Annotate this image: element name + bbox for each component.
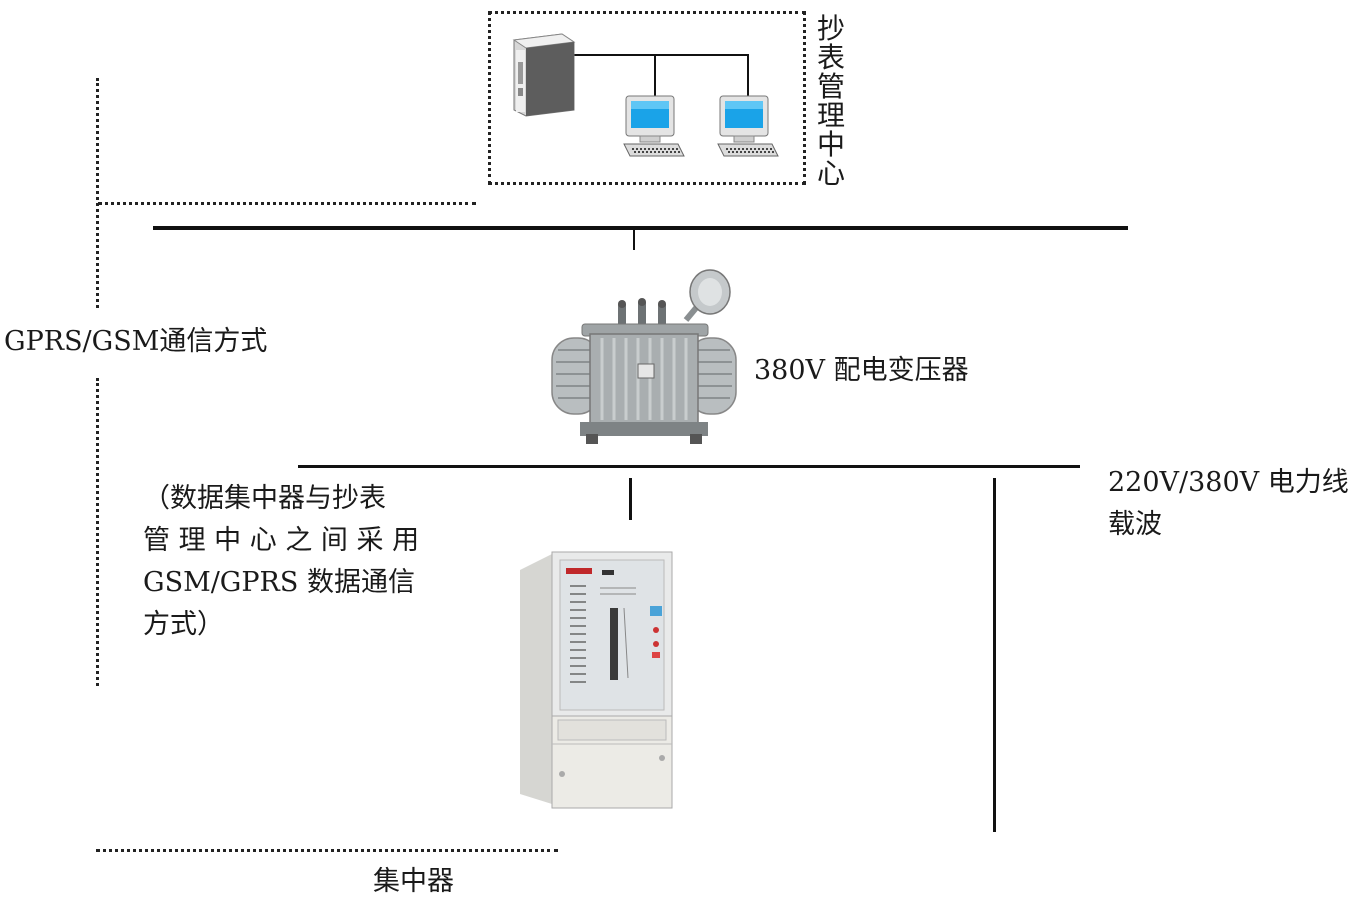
gprs-dotted-line-bottom [96, 849, 558, 852]
gprs-dotted-line-top [98, 202, 476, 205]
powerline-label-line1: 220V/380V 电力线 [1108, 467, 1349, 498]
computer-icon [717, 95, 779, 157]
management-center-title: 抄表管理中心 [816, 12, 845, 190]
computer-icon [623, 95, 685, 157]
transformer-label: 380V 配电变压器 [754, 355, 969, 386]
gprs-gsm-label: GPRS/GSM通信方式 [4, 326, 268, 357]
transformer-drop-line [633, 230, 635, 250]
note-line: 方式） [143, 609, 224, 640]
server-icon [512, 33, 576, 117]
high-voltage-line [153, 226, 1128, 230]
note-line: （数据集中器与抄表 [143, 483, 386, 514]
gprs-dotted-line-lower [96, 378, 99, 686]
low-voltage-line [298, 465, 1080, 468]
transformer-icon [551, 269, 737, 444]
note-line: GSM/GPRS 数据通信 [143, 567, 415, 598]
concentrator-device-icon [520, 551, 673, 809]
concentrator-drop-line [629, 478, 632, 520]
concentrator-label: 集中器 [373, 866, 454, 897]
communication-note: （数据集中器与抄表 管 理 中 心 之 间 采 用 GSM/GPRS 数据通信 … [143, 478, 419, 646]
powerline-label-line2: 载波 [1108, 509, 1162, 540]
management-center-box [488, 11, 806, 185]
gprs-dotted-line-upper [96, 78, 99, 308]
powerline-drop-line [993, 478, 996, 832]
note-line: 管 理 中 心 之 间 采 用 [143, 525, 420, 556]
